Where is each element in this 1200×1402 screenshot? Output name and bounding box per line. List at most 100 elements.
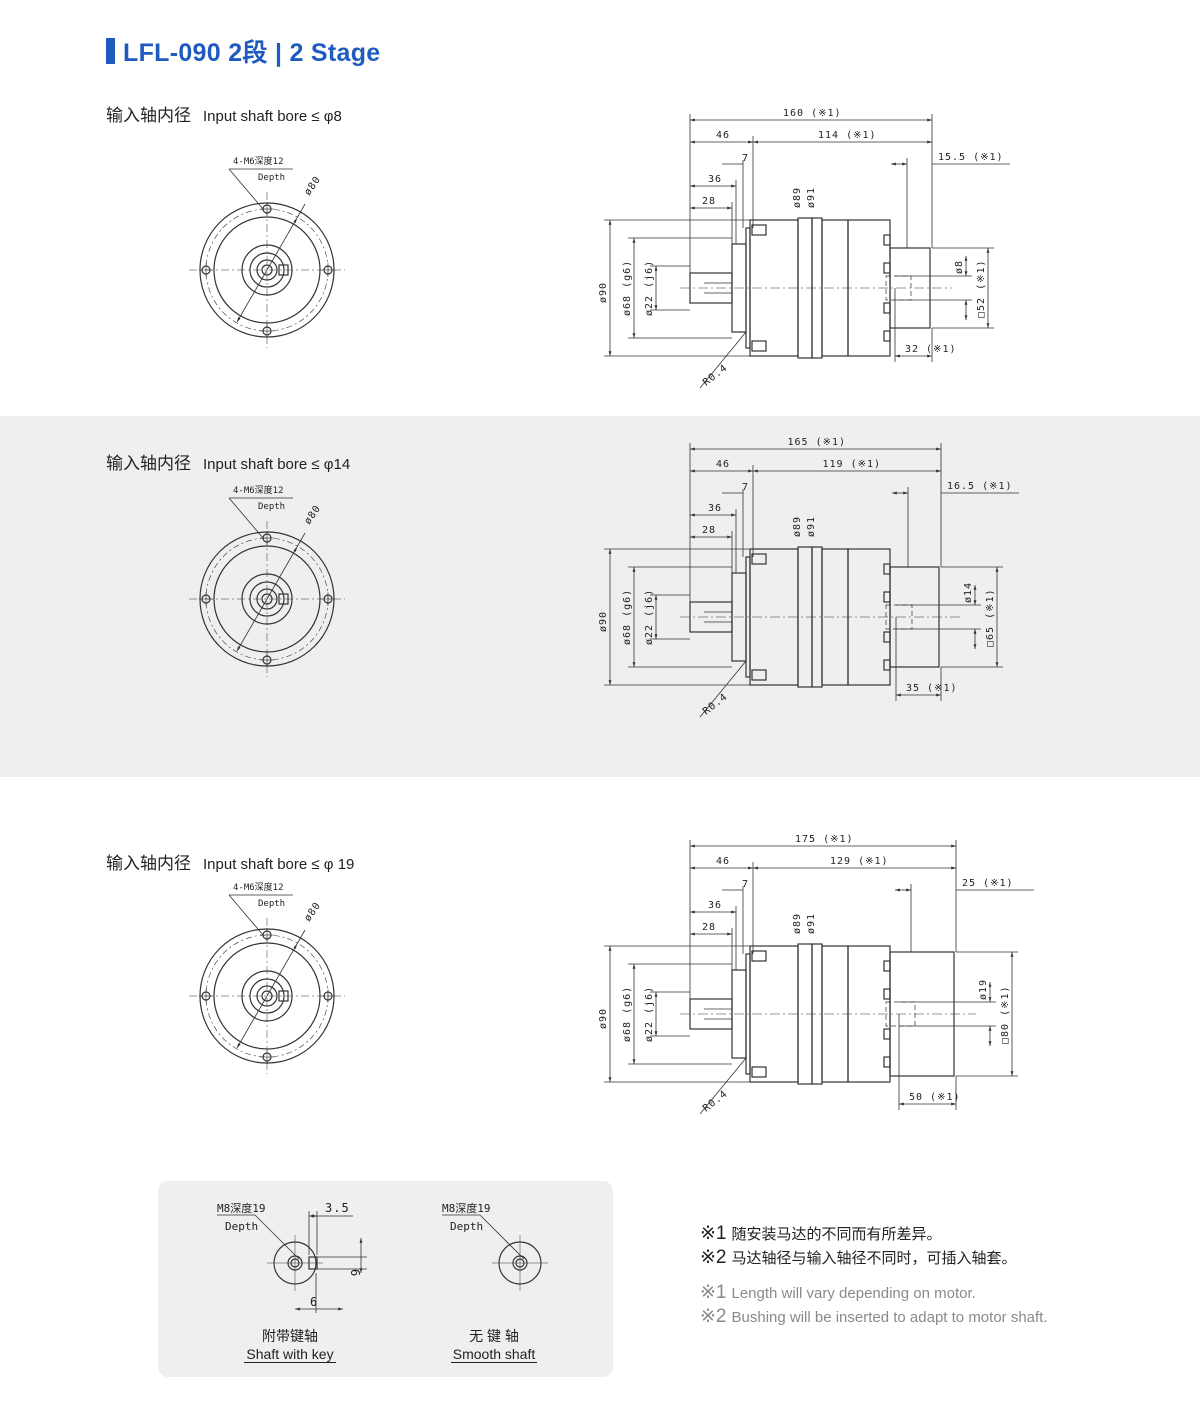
d36-text: 36 [708, 503, 722, 514]
end-text: 25 (※1) [962, 878, 1014, 889]
bolt-head [751, 553, 767, 565]
shaft-options-panel [158, 1181, 613, 1377]
keyed-dim-b-text: 6 [348, 1269, 362, 1277]
input-bolt [883, 988, 891, 1000]
keyed-depth-text: Depth [225, 1220, 258, 1233]
od22-text: ø22 (j6) [644, 986, 655, 1042]
section-3-label: 输入轴内径 Input shaft bore ≤ φ 19 [106, 849, 354, 874]
note-mark: ※1 [700, 1282, 727, 1303]
keyed-shaft-caption: 附带键轴 Shaft with key [230, 1326, 350, 1363]
keyed-dim-a-text: 3.5 [325, 1201, 350, 1215]
input-bolt [883, 631, 891, 643]
input-bolt [883, 659, 891, 671]
rest-text: 119 (※1) [823, 459, 882, 470]
pcd-dimension [236, 943, 298, 1049]
bolt-head [751, 950, 767, 962]
page-title: LFL-090 2段 | 2 Stage [106, 36, 381, 67]
input-bolt [883, 234, 891, 246]
sq-text: □80 (※1) [1000, 985, 1011, 1044]
section-2-label: 输入轴内径 Input shaft bore ≤ φ14 [106, 449, 350, 474]
smooth-tap-text: M8深度19 [442, 1201, 491, 1215]
tap-leader [228, 168, 264, 210]
title-accent-bar [106, 38, 115, 64]
bolt-head [751, 669, 767, 681]
end-text: 16.5 (※1) [947, 481, 1013, 492]
od89-text: ø89 [792, 187, 803, 208]
note-mark: ※1 [700, 1223, 727, 1244]
od91-text: ø91 [806, 187, 817, 208]
tap-depth-text: Depth [258, 899, 285, 909]
input-bolt [883, 330, 891, 342]
od68-text: ø68 (g6) [622, 986, 633, 1042]
d28-text: 28 [702, 196, 716, 207]
r-text: R0.4 [701, 691, 730, 717]
caption-cn: 无 键 轴 [469, 1328, 519, 1344]
caption-en: Smooth shaft [450, 1346, 538, 1363]
r-leader [699, 1057, 747, 1115]
flange-text: 32 (※1) [905, 344, 957, 355]
total-length-text: 165 (※1) [788, 437, 847, 448]
od90-text: ø90 [598, 1008, 609, 1029]
pcd-text: ø80 [302, 503, 323, 527]
tap-leader [228, 497, 264, 539]
d7-text: 7 [742, 879, 749, 890]
od91-text: ø91 [806, 516, 817, 537]
tap-leader [254, 1214, 300, 1260]
note-text: Bushing will be inserted to adapt to mot… [731, 1309, 1048, 1326]
rest-text: 129 (※1) [830, 856, 889, 867]
bore-text: ø14 [963, 582, 974, 603]
total-length-text: 160 (※1) [783, 108, 842, 119]
d28-text: 28 [702, 922, 716, 933]
label-cn: 输入轴内径 [106, 454, 191, 473]
input-bolt [883, 563, 891, 575]
od22-text: ø22 (j6) [644, 260, 655, 316]
rest-text: 114 (※1) [818, 130, 877, 141]
label-cn: 输入轴内径 [106, 854, 191, 873]
bore-text: ø8 [954, 260, 965, 274]
tap-leader [228, 894, 264, 936]
input-bolt [883, 960, 891, 972]
label-en: Input shaft bore ≤ φ 19 [203, 856, 355, 873]
title-text: LFL-090 2段 | 2 Stage [123, 39, 381, 67]
d36-text: 36 [708, 174, 722, 185]
pcd-text: ø80 [302, 900, 323, 924]
d46-text: 46 [716, 856, 730, 867]
r-leader [699, 331, 747, 389]
pcd-text: ø80 [302, 174, 323, 198]
pcd-leader [296, 929, 306, 945]
tap-depth-text: Depth [258, 502, 285, 512]
label-en: Input shaft bore ≤ φ8 [203, 108, 342, 125]
note-text: 随安装马达的不同而有所差异。 [731, 1226, 942, 1243]
label-en: Input shaft bore ≤ φ14 [203, 456, 351, 473]
d28-text: 28 [702, 525, 716, 536]
note-mark: ※2 [700, 1247, 727, 1268]
od90-text: ø90 [598, 282, 609, 303]
note-mark: ※2 [700, 1306, 727, 1327]
end-text: 15.5 (※1) [938, 152, 1004, 163]
od91-text: ø91 [806, 913, 817, 934]
d7-text: 7 [742, 153, 749, 164]
od89-text: ø89 [792, 516, 803, 537]
tap-text: 4-M6深度12 [233, 155, 284, 167]
smooth-shaft-caption: 无 键 轴 Smooth shaft [434, 1326, 554, 1363]
motor-adapter [889, 247, 931, 329]
bolt-head [751, 224, 767, 236]
input-bolt [883, 302, 891, 314]
note-text: 马达轴径与输入轴径不同时，可插入轴套。 [731, 1250, 1017, 1267]
pcd-dimension [236, 546, 298, 652]
tap-text: 4-M6深度12 [233, 484, 284, 496]
total-length-text: 175 (※1) [795, 834, 854, 845]
flange-text: 50 (※1) [909, 1092, 961, 1103]
caption-cn: 附带键轴 [262, 1328, 318, 1344]
tap-leader [479, 1214, 525, 1260]
keyed-dim-c-text: 6 [310, 1295, 318, 1309]
od68-text: ø68 (g6) [622, 589, 633, 645]
d7-text: 7 [742, 482, 749, 493]
